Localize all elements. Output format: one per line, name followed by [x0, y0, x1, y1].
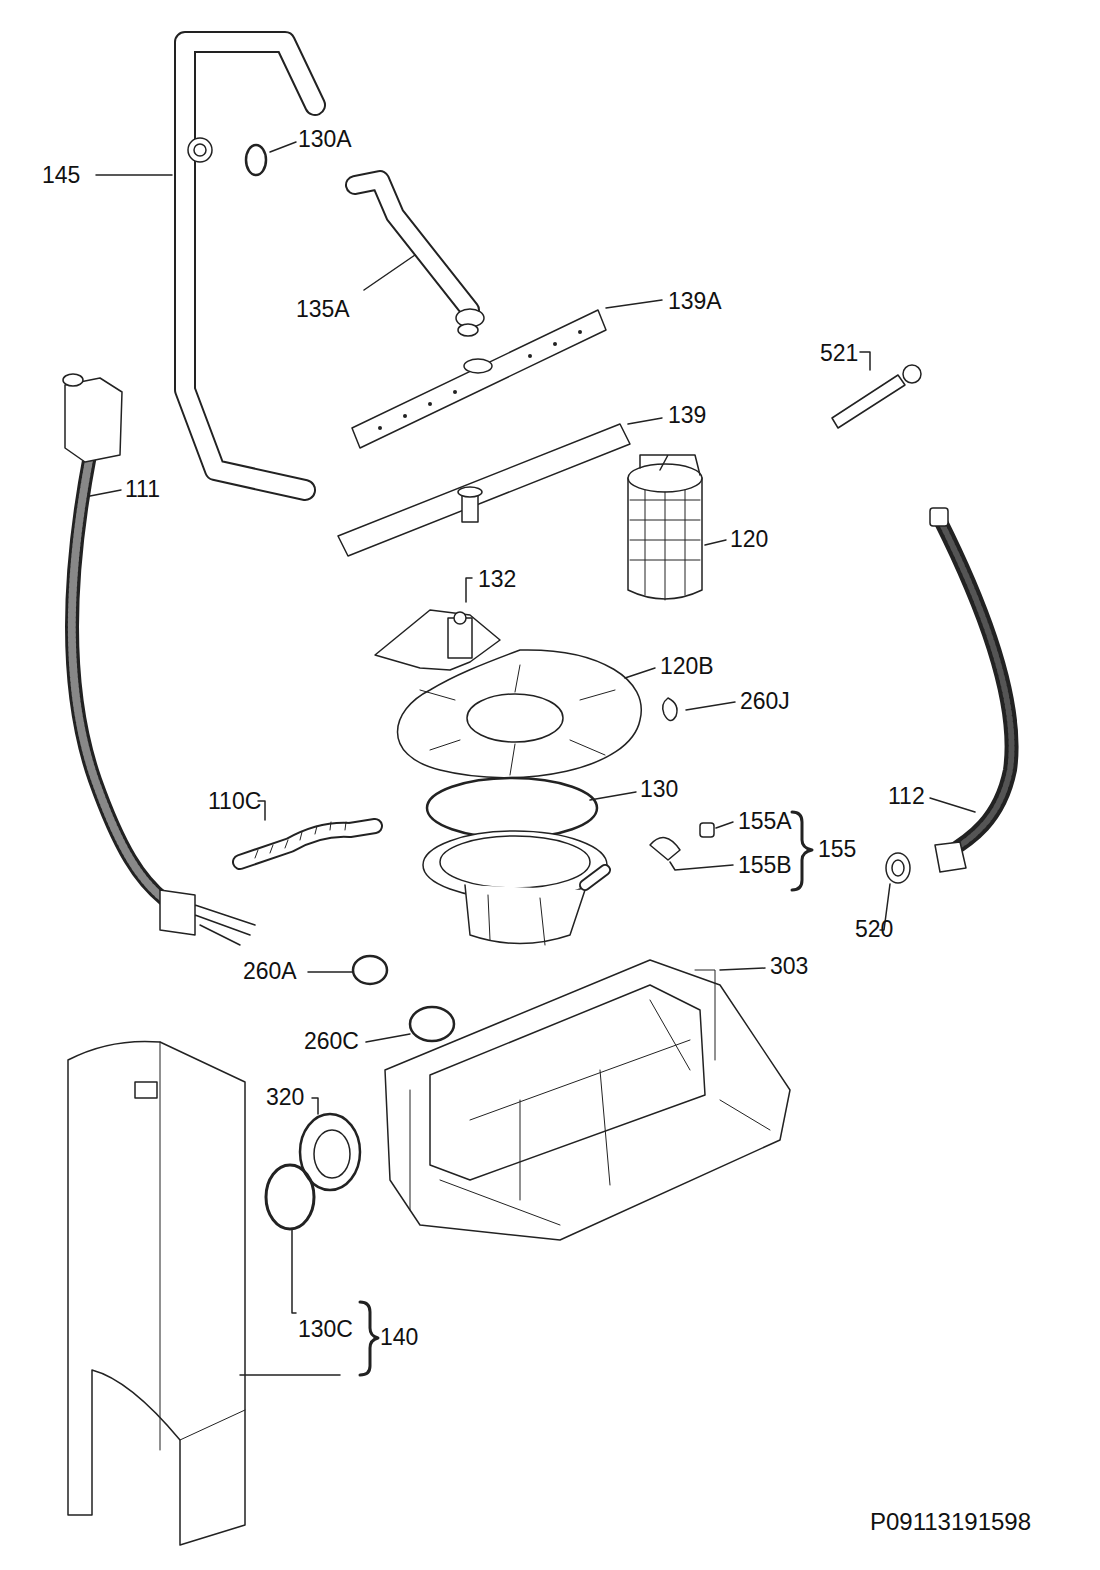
callout-number: 521	[820, 342, 858, 365]
callout-number: 139	[668, 404, 706, 427]
callout-number: 135A	[296, 298, 350, 321]
callout-number: 120B	[660, 655, 714, 678]
callout-number: 155B	[738, 854, 792, 877]
callout-number: 112	[888, 785, 925, 808]
callout-number: 120	[730, 528, 768, 551]
callout-number: 155	[818, 838, 856, 861]
callout-number: 139A	[668, 290, 722, 313]
callout-number: 155A	[738, 810, 792, 833]
callout-number: 520	[855, 918, 893, 941]
callout-number: 111	[125, 478, 160, 501]
callout-number: 260C	[304, 1030, 359, 1053]
callout-number: 130C	[298, 1318, 353, 1341]
callout-number: 140	[380, 1326, 418, 1349]
callout-number: 260A	[243, 960, 297, 983]
callout-number: 130	[640, 778, 678, 801]
callout-number: 145	[42, 164, 80, 187]
callout-number: 110C	[208, 790, 261, 813]
callout-number: 260J	[740, 690, 790, 713]
callout-number: 132	[478, 568, 516, 591]
callout-number: 130A	[298, 128, 352, 151]
reference-number: P09113191598	[870, 1510, 1031, 1534]
callout-number: 303	[770, 955, 808, 978]
callout-number: 320	[266, 1086, 304, 1109]
